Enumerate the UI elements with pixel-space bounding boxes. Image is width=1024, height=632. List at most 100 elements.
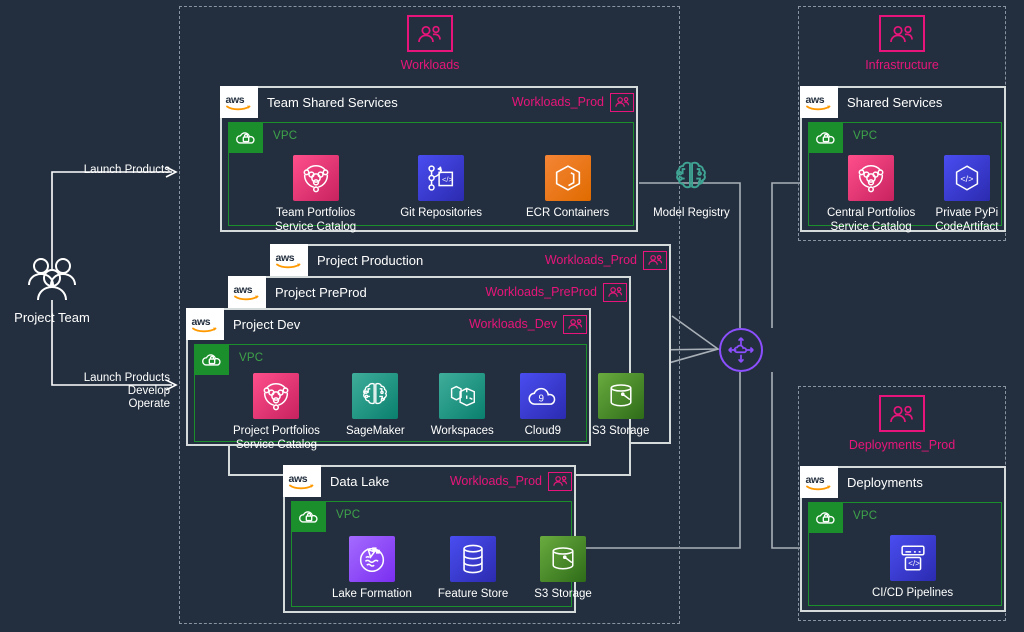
- account-title: Team Shared Services: [267, 94, 398, 110]
- svg-text:</>: </>: [908, 559, 920, 568]
- account-deployments: aws Deployments VPC: [800, 466, 1006, 612]
- service-private-pypi-codeartifact[interactable]: </> Private PyPi CodeArtifact: [935, 155, 999, 234]
- ou-users-icon: [603, 282, 627, 302]
- lake-formation-icon: [348, 536, 395, 582]
- service-git-repositories[interactable]: </> Git Repositories: [400, 155, 482, 221]
- ou-head-label: Infrastructure: [865, 58, 939, 72]
- account-team-shared-services: aws Team Shared Services Workloads_Prod: [220, 86, 730, 233]
- service-sagemaker[interactable]: SageMaker: [346, 373, 405, 439]
- account-project-dev: aws Project Dev Workloads_Dev: [186, 308, 649, 451]
- account-ou-label: Workloads_Prod: [449, 474, 542, 488]
- service-label: Central Portfolios Service Catalog: [827, 207, 916, 233]
- account-header: aws Project PreProd Workloads_PreProd: [228, 276, 631, 308]
- service-s3-storage[interactable]: S3 Storage: [592, 373, 649, 439]
- ou-head-infrastructure: Infrastructure: [865, 15, 939, 72]
- codeartifact-icon: </>: [943, 155, 990, 201]
- service-cicd-pipelines[interactable]: </> CI/CD Pipelines: [872, 535, 953, 601]
- service-label: Project Portfolios Service Catalog: [233, 425, 320, 451]
- service-model-registry[interactable]: Model Registry: [653, 155, 730, 221]
- service-row: Team Portfolios Service Catalog </> Git …: [275, 155, 730, 234]
- service-label: SageMaker: [345, 425, 405, 437]
- account-title: Data Lake: [330, 473, 390, 489]
- vpc-project-dev: VPC Project Portfolios Service Catalog: [194, 344, 649, 451]
- account-ou-tag: Workloads_Prod: [511, 92, 638, 112]
- svg-text:aws: aws: [276, 252, 295, 264]
- cloud9-icon: 9: [519, 373, 566, 419]
- service-workspaces[interactable]: Workspaces: [431, 373, 494, 439]
- service-label: S3 Storage: [534, 588, 592, 600]
- svg-text:</>: </>: [960, 174, 973, 184]
- aws-logo-icon: aws: [800, 466, 838, 498]
- ou-head-label: Deployments_Prod: [848, 438, 956, 452]
- svg-text:aws: aws: [289, 473, 308, 485]
- ou-users-icon: [879, 15, 925, 52]
- service-team-portfolios-service-catalog[interactable]: Team Portfolios Service Catalog: [275, 155, 356, 234]
- aws-logo-icon: aws: [800, 86, 838, 118]
- svg-text:9: 9: [538, 393, 544, 404]
- svg-text:aws: aws: [806, 94, 825, 106]
- account-title: Shared Services: [847, 94, 943, 110]
- service-label: Cloud9: [524, 425, 562, 437]
- service-label: ECR Containers: [526, 207, 610, 219]
- account-ou-label: Workloads_Dev: [468, 317, 557, 331]
- feature-store-db-icon: [450, 536, 497, 582]
- service-label: Lake Formation: [332, 588, 412, 600]
- vpc-deployments: VPC </> CI/CD Pipelines: [808, 502, 1002, 606]
- aws-logo-icon: aws: [220, 86, 258, 118]
- account-title: Deployments: [847, 474, 923, 490]
- service-label: Team Portfolios Service Catalog: [275, 207, 357, 233]
- vpc-label: VPC: [239, 352, 264, 364]
- account-ou-tag: Workloads_Prod: [449, 471, 576, 491]
- service-lake-formation[interactable]: Lake Formation: [332, 536, 412, 602]
- edge-label-launch-products-top: Launch Products: [83, 164, 170, 176]
- vpc-label: VPC: [853, 510, 878, 522]
- service-ecr-containers[interactable]: ECR Containers: [526, 155, 609, 221]
- service-label: Private PyPi CodeArtifact: [935, 207, 999, 233]
- actor-project-team: Project Team: [12, 254, 92, 325]
- account-ou-tag: Workloads_Prod: [544, 250, 671, 270]
- codepipeline-icon: </>: [889, 535, 936, 581]
- ou-head-label: Workloads: [400, 58, 460, 72]
- svg-text:aws: aws: [806, 474, 825, 486]
- service-catalog-icon: [848, 155, 895, 201]
- service-project-portfolios-service-catalog[interactable]: Project Portfolios Service Catalog: [233, 373, 320, 452]
- service-s3-storage-datalake[interactable]: S3 Storage: [534, 536, 592, 602]
- vpc-label: VPC: [273, 130, 298, 142]
- service-catalog-icon: [253, 373, 300, 419]
- aws-logo-icon: aws: [228, 276, 266, 308]
- vpc-data-lake: VPC Lake Formation: [291, 501, 592, 607]
- service-feature-store[interactable]: Feature Store: [438, 536, 508, 602]
- ou-users-icon: [610, 92, 634, 112]
- transit-gateway-icon[interactable]: [719, 328, 763, 372]
- service-label: Model Registry: [653, 207, 730, 219]
- service-label: Git Repositories: [400, 207, 482, 219]
- service-cloud9[interactable]: 9 Cloud9: [519, 373, 566, 439]
- service-row: Project Portfolios Service Catalog: [233, 373, 649, 452]
- ou-users-icon: [563, 314, 587, 334]
- vpc-cloud-lock-icon: [809, 503, 843, 533]
- vpc-label: VPC: [853, 130, 878, 142]
- account-header: aws Deployments: [800, 466, 1006, 498]
- service-row: Central Portfolios Service Catalog </> P…: [827, 155, 999, 234]
- service-central-portfolios-service-catalog[interactable]: Central Portfolios Service Catalog: [827, 155, 915, 234]
- account-shared-services: aws Shared Services VPC: [800, 86, 1006, 233]
- service-label: Workspaces: [430, 425, 494, 437]
- ou-users-icon: [548, 471, 572, 491]
- account-title: Project PreProd: [275, 284, 367, 300]
- account-title: Project Dev: [233, 316, 301, 332]
- vpc-label: VPC: [336, 509, 361, 521]
- codecommit-icon: </>: [418, 155, 465, 201]
- workspaces-icon: [439, 373, 486, 419]
- ecr-icon: [544, 155, 591, 201]
- account-ou-label: Workloads_Prod: [511, 95, 604, 109]
- sagemaker-brain-icon: [352, 373, 399, 419]
- account-header: aws Project Production Workloads_Prod: [270, 244, 671, 276]
- ou-users-icon: [407, 15, 453, 52]
- account-ou-label: Workloads_Prod: [544, 253, 637, 267]
- service-row: Lake Formation Feature Store: [332, 536, 592, 602]
- edge-label-launch-products-dev: Launch Products Develop Operate: [83, 372, 170, 410]
- svg-text:aws: aws: [234, 284, 253, 296]
- service-catalog-icon: [292, 155, 339, 201]
- vpc-shared-services: VPC Central Portfolios Service Catalog: [808, 122, 1002, 233]
- account-header: aws Team Shared Services Workloads_Prod: [220, 86, 638, 118]
